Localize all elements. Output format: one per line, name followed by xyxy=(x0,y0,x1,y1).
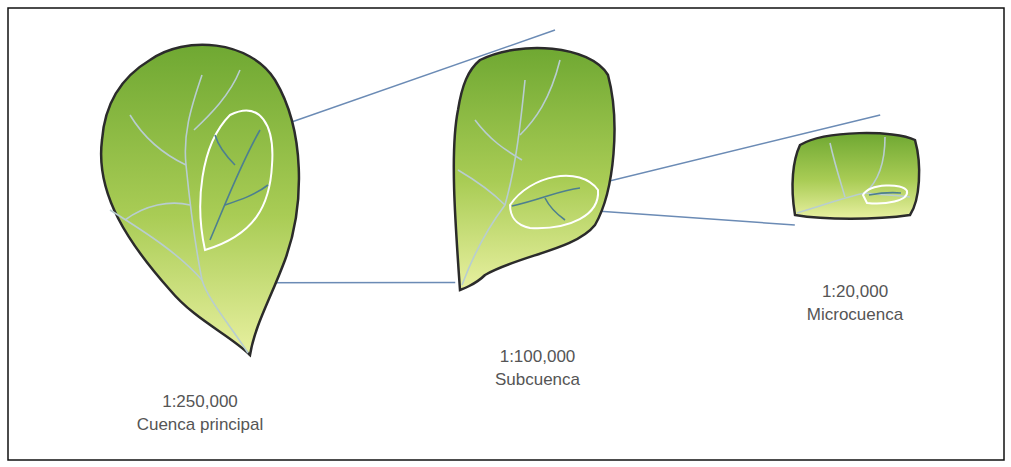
basin-name: Microcuenca xyxy=(781,303,929,326)
watershed-outline xyxy=(785,125,925,225)
scale-label: 1:250,000 xyxy=(86,390,314,413)
stream xyxy=(194,70,240,130)
stream xyxy=(210,130,260,240)
watershed-shape: 1:250,000Cuenca principal xyxy=(86,35,314,436)
inset-outline xyxy=(510,176,598,228)
basin-outline xyxy=(101,45,299,355)
watershed-outline xyxy=(90,35,310,360)
stream xyxy=(830,143,845,197)
stream xyxy=(215,135,235,165)
scale-label: 1:100,000 xyxy=(446,345,629,368)
stream xyxy=(110,210,202,280)
watershed-shape: 1:20,000Microcuenca xyxy=(781,125,929,326)
stream xyxy=(865,193,910,197)
stream xyxy=(125,203,190,220)
stream xyxy=(458,170,505,205)
stream xyxy=(512,188,580,206)
basin-name: Cuenca principal xyxy=(86,413,314,436)
stream xyxy=(797,137,885,213)
stream xyxy=(520,60,560,135)
basin-name: Subcuenca xyxy=(446,368,629,391)
border xyxy=(8,8,1004,460)
stream xyxy=(462,80,525,285)
basin-outline xyxy=(454,48,615,290)
stream xyxy=(130,115,186,165)
watershed-outline xyxy=(450,40,625,290)
inset-outline xyxy=(200,111,272,250)
stream xyxy=(869,193,901,195)
stream xyxy=(545,198,565,220)
stream xyxy=(225,185,268,205)
basin-outline xyxy=(793,133,920,219)
scale-label: 1:20,000 xyxy=(781,280,929,303)
inset-outline xyxy=(863,185,907,203)
stream xyxy=(185,75,248,353)
stream xyxy=(475,120,522,160)
watershed-shape: 1:100,000Subcuenca xyxy=(446,40,629,391)
